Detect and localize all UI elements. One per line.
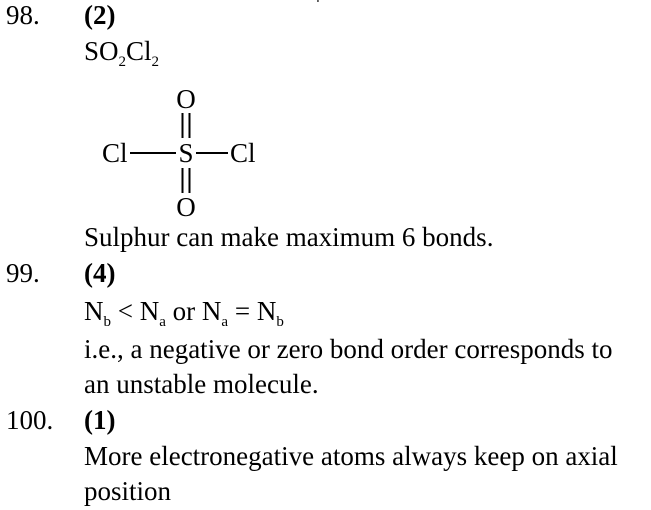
relation-equals: =	[228, 296, 257, 326]
question-100-explanation-line-2: position	[84, 476, 172, 506]
structure-left-chlorine: Cl	[102, 138, 128, 168]
relation-n2: N	[139, 296, 160, 326]
relation-n4-subscript: b	[276, 314, 284, 330]
relation-n1-subscript: b	[103, 314, 112, 330]
question-99-relation: Nb < Na or Na = Nb	[84, 296, 284, 330]
formula-so-subscript: 2	[118, 54, 127, 70]
relation-n4: N	[256, 296, 277, 326]
question-98-explanation: Sulphur can make maximum 6 bonds.	[84, 222, 494, 252]
relation-n3: N	[201, 296, 222, 326]
question-100-answer: (1)	[84, 405, 116, 435]
relation-or: or	[165, 296, 202, 326]
so2cl2-structure: O Cl S Cl O	[102, 84, 256, 222]
question-99-number: 99.	[6, 258, 40, 288]
relation-n2-subscript: a	[159, 314, 166, 330]
structure-top-oxygen: O	[176, 84, 196, 114]
question-99-explanation-line-2: an unstable molecule.	[84, 369, 319, 399]
structure-right-chlorine: Cl	[230, 138, 256, 168]
structure-bottom-oxygen: O	[176, 192, 196, 222]
question-98-formula: SO2Cl2	[84, 36, 159, 70]
relation-less-than: <	[111, 296, 140, 326]
question-98-answer: (2)	[84, 0, 116, 30]
question-99-explanation-line-1: i.e., a negative or zero bond order corr…	[84, 334, 613, 364]
question-100-number: 100.	[6, 405, 54, 435]
relation-n3-subscript: a	[221, 314, 229, 330]
relation-n1: N	[84, 296, 104, 326]
cutoff-subscript: 4	[313, 0, 320, 6]
formula-cl: Cl	[126, 36, 152, 66]
formula-so: SO	[84, 36, 119, 66]
question-100-explanation-line-1: More electronegative atoms always keep o…	[84, 441, 618, 471]
formula-cl-subscript: 2	[151, 54, 160, 70]
structure-sulfur: S	[178, 138, 193, 168]
question-98-number: 98.	[6, 0, 40, 30]
question-99-answer: (4)	[84, 258, 116, 288]
